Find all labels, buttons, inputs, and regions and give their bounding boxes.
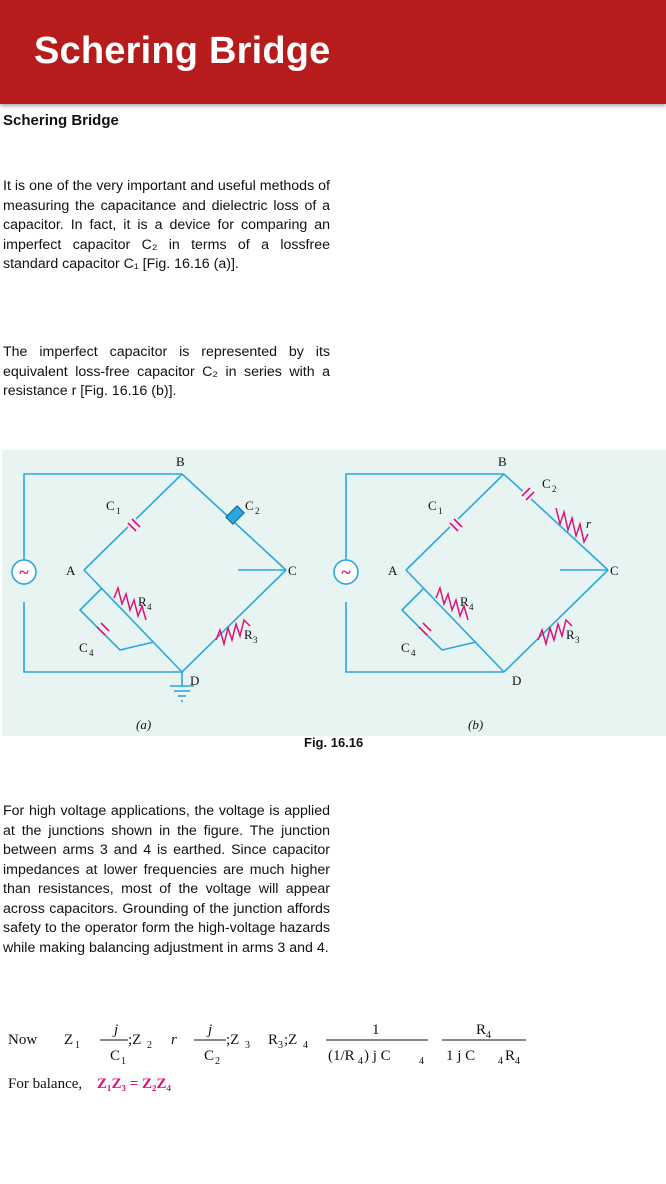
svg-text:;Z: ;Z	[128, 1032, 141, 1048]
node-b-label: B	[176, 454, 185, 469]
svg-text:2: 2	[255, 506, 260, 516]
bridge-diagrams: ~ ~ B A C D C 1 C 2 R 4 C 4 R 3 (a)	[11, 454, 619, 732]
svg-text:4: 4	[515, 1056, 520, 1067]
balance-label: For balance,	[8, 1076, 82, 1092]
app-bar: Schering Bridge	[0, 0, 666, 104]
svg-text:4: 4	[469, 602, 474, 612]
svg-text:4: 4	[89, 648, 94, 658]
svg-text:1: 1	[116, 506, 121, 516]
node-b-label: B	[498, 454, 507, 469]
node-d-label: D	[512, 673, 521, 688]
ac-source-icon	[11, 559, 359, 585]
formula-now: Now	[8, 1032, 37, 1048]
svg-text:R: R	[268, 1032, 278, 1048]
svg-text:2: 2	[215, 1056, 220, 1067]
app-title: Schering Bridge	[34, 30, 331, 72]
svg-text:4: 4	[419, 1056, 424, 1067]
svg-text:) j C: ) j C	[364, 1048, 391, 1064]
svg-text:R: R	[476, 1022, 486, 1038]
svg-text:1 j C: 1 j C	[446, 1048, 475, 1064]
svg-text:Z: Z	[64, 1032, 73, 1048]
r4-label: R	[460, 594, 469, 609]
svg-text:2: 2	[147, 1040, 152, 1051]
svg-text:r: r	[171, 1032, 177, 1048]
c2-label: C	[245, 498, 254, 513]
node-d-label: D	[190, 673, 199, 688]
paragraph-equivalent: The imperfect capacitor is represented b…	[3, 344, 330, 399]
svg-text:4: 4	[486, 1030, 491, 1041]
c4-label: C	[401, 640, 410, 655]
svg-text:4: 4	[498, 1056, 503, 1067]
sublabel-b: (b)	[468, 717, 483, 732]
svg-text:4: 4	[358, 1056, 363, 1067]
svg-text:~: ~	[341, 562, 351, 582]
svg-text:R: R	[505, 1048, 515, 1064]
svg-text:3: 3	[253, 635, 258, 645]
svg-text:4: 4	[147, 602, 152, 612]
svg-text:4: 4	[303, 1040, 308, 1051]
svg-text:(1/R: (1/R	[328, 1048, 355, 1064]
c4-label: C	[79, 640, 88, 655]
svg-text:~: ~	[19, 562, 29, 582]
svg-text:3: 3	[575, 635, 580, 645]
node-c-label: C	[288, 563, 297, 578]
r4-label: R	[138, 594, 147, 609]
svg-text:1: 1	[121, 1056, 126, 1067]
node-a-label: A	[388, 563, 398, 578]
formula-graphic: Now Z 1 j C 1 ;Z 2 r j C 2 ;Z 3 R 3 ;Z 4	[8, 1022, 526, 1092]
node-a-label: A	[66, 563, 76, 578]
c1-label: C	[106, 498, 115, 513]
svg-text:j: j	[112, 1022, 118, 1038]
svg-text:j: j	[206, 1022, 212, 1038]
r-label: r	[586, 516, 592, 531]
r3-label: R	[244, 627, 253, 642]
svg-text:3: 3	[245, 1040, 250, 1051]
svg-text:3: 3	[278, 1040, 283, 1051]
svg-text:;Z: ;Z	[226, 1032, 239, 1048]
article-heading: Schering Bridge	[3, 112, 119, 129]
svg-text:2: 2	[552, 484, 557, 494]
svg-text:4: 4	[411, 648, 416, 658]
sublabel-a: (a)	[136, 717, 151, 732]
svg-text:C: C	[204, 1048, 214, 1064]
figure-caption: Fig. 16.16	[304, 735, 364, 750]
paragraph-high-voltage: For high voltage applications, the volta…	[3, 803, 330, 956]
svg-text:1: 1	[438, 506, 443, 516]
svg-text:1: 1	[372, 1022, 380, 1038]
c1-label: C	[428, 498, 437, 513]
svg-text:1: 1	[75, 1040, 80, 1051]
impedance-formula: Now Z 1 j C 1 ;Z 2 r j C 2 ;Z 3 R 3 ;Z 4	[0, 1012, 666, 1092]
svg-text:;Z: ;Z	[284, 1032, 297, 1048]
svg-text:C: C	[110, 1048, 120, 1064]
node-c-label: C	[610, 563, 619, 578]
figure-16-16: ~ ~ B A C D C 1 C 2 R 4 C 4 R 3 (a)	[2, 450, 666, 736]
c2-label: C	[542, 476, 551, 491]
paragraph-intro: It is one of the very important and usef…	[3, 178, 330, 272]
balance-equation: Z₁Z₃ = Z₂Z₄	[97, 1076, 172, 1092]
r3-label: R	[566, 627, 575, 642]
